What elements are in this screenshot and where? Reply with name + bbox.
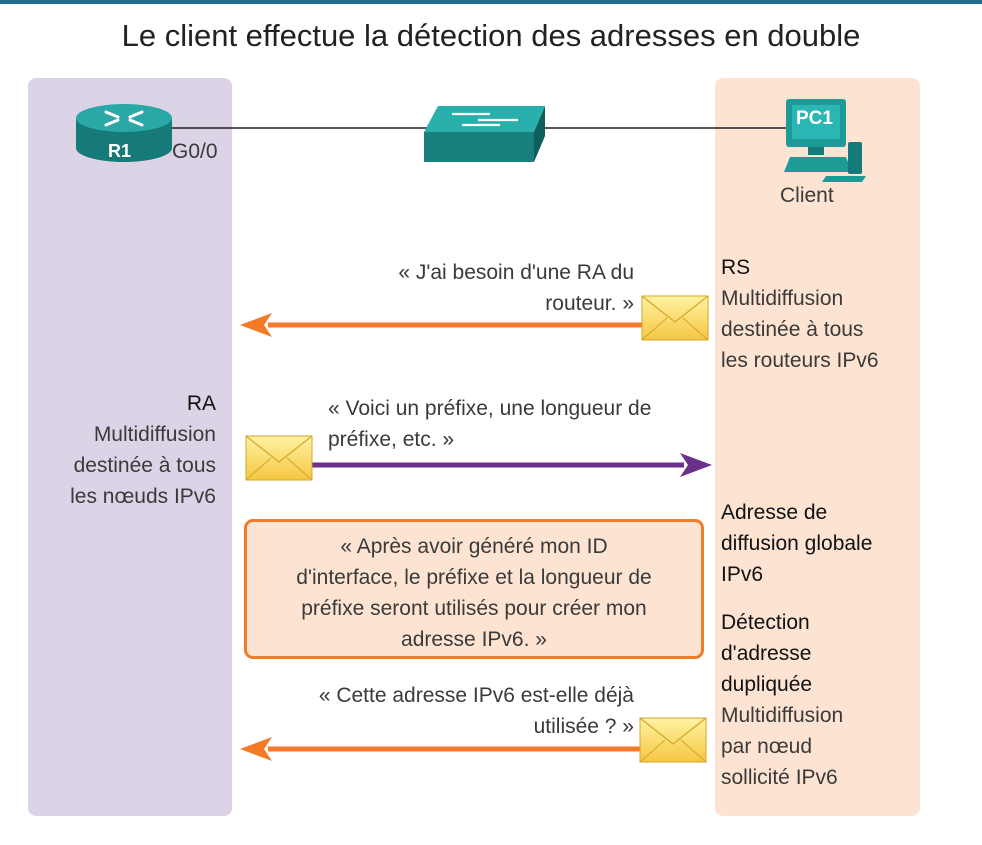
ra-quote-line-2: préfixe, etc. »	[328, 428, 455, 451]
router-name-label: R1	[108, 141, 132, 161]
global-line-1: Adresse de	[721, 501, 828, 524]
callout-line-3: préfixe seront utilisés pour créer mon	[301, 597, 647, 620]
router-icon	[76, 104, 172, 162]
rs-title: RS	[721, 256, 751, 279]
callout-line-1: « Après avoir généré mon ID	[340, 535, 608, 558]
rs-quote-line-2: routeur. »	[545, 292, 634, 315]
ra-desc-line-1: Multidiffusion	[93, 423, 216, 446]
ra-envelope-icon	[245, 435, 313, 481]
dad-title-line-2: d'adresse	[721, 642, 812, 665]
dad-envelope-icon	[639, 717, 707, 763]
dad-title-line-3: dupliquée	[721, 673, 813, 696]
ra-quote: « Voici un préfixe, une longueur de préf…	[328, 393, 728, 455]
rs-description: RS Multidiffusion destinée à tous les ro…	[721, 252, 921, 376]
interface-id-callout: « Après avoir généré mon ID d'interface,…	[244, 519, 704, 659]
pc-icon	[784, 99, 866, 182]
ra-desc-line-2: destinée à tous	[73, 454, 216, 477]
dad-quote-line-2: utilisée ? »	[533, 715, 634, 738]
ra-quote-line-1: « Voici un préfixe, une longueur de	[328, 397, 652, 420]
router-port-label: G0/0	[172, 140, 218, 163]
callout-line-4: adresse IPv6. »	[401, 628, 547, 651]
rs-desc-line-2: destinée à tous	[721, 318, 864, 341]
dad-description: Détection d'adresse dupliquée Multidiffu…	[721, 607, 921, 793]
global-address-label: Adresse de diffusion globale IPv6	[721, 497, 921, 590]
callout-text: « Après avoir généré mon ID d'interface,…	[247, 531, 701, 655]
callout-line-2: d'interface, le préfixe et la longueur d…	[296, 566, 652, 589]
rs-desc-line-1: Multidiffusion	[721, 287, 844, 310]
switch-icon	[424, 106, 545, 162]
global-line-2: diffusion globale	[721, 532, 873, 555]
client-side-panel	[715, 78, 920, 816]
pc-name-label: PC1	[796, 108, 833, 129]
router-side-panel	[28, 78, 232, 816]
ra-desc-line-3: les nœuds IPv6	[70, 485, 216, 508]
top-accent-bar	[0, 0, 982, 4]
diagram-title: Le client effectue la détection des adre…	[121, 18, 861, 53]
rs-arrow	[240, 313, 700, 337]
global-line-3: IPv6	[721, 563, 764, 586]
ra-arrow	[246, 453, 712, 477]
dad-title-line-1: Détection	[721, 611, 810, 634]
ra-description: RA Multidiffusion destinée à tous les nœ…	[20, 388, 216, 512]
dad-desc-line-3: sollicité IPv6	[721, 766, 838, 789]
rs-quote: « J'ai besoin d'une RA du routeur. »	[300, 257, 634, 319]
ra-title: RA	[186, 392, 216, 415]
dad-quote: « Cette adresse IPv6 est-elle déjà utili…	[240, 680, 634, 742]
dad-desc-line-2: par nœud	[721, 735, 813, 758]
dad-desc-line-1: Multidiffusion	[721, 704, 844, 727]
rs-envelope-icon	[641, 295, 709, 341]
pc-caption: Client	[780, 184, 834, 207]
rs-desc-line-3: les routeurs IPv6	[721, 349, 879, 372]
dad-arrow	[240, 737, 700, 761]
rs-quote-line-1: « J'ai besoin d'une RA du	[398, 261, 634, 284]
dad-quote-line-1: « Cette adresse IPv6 est-elle déjà	[318, 684, 634, 707]
